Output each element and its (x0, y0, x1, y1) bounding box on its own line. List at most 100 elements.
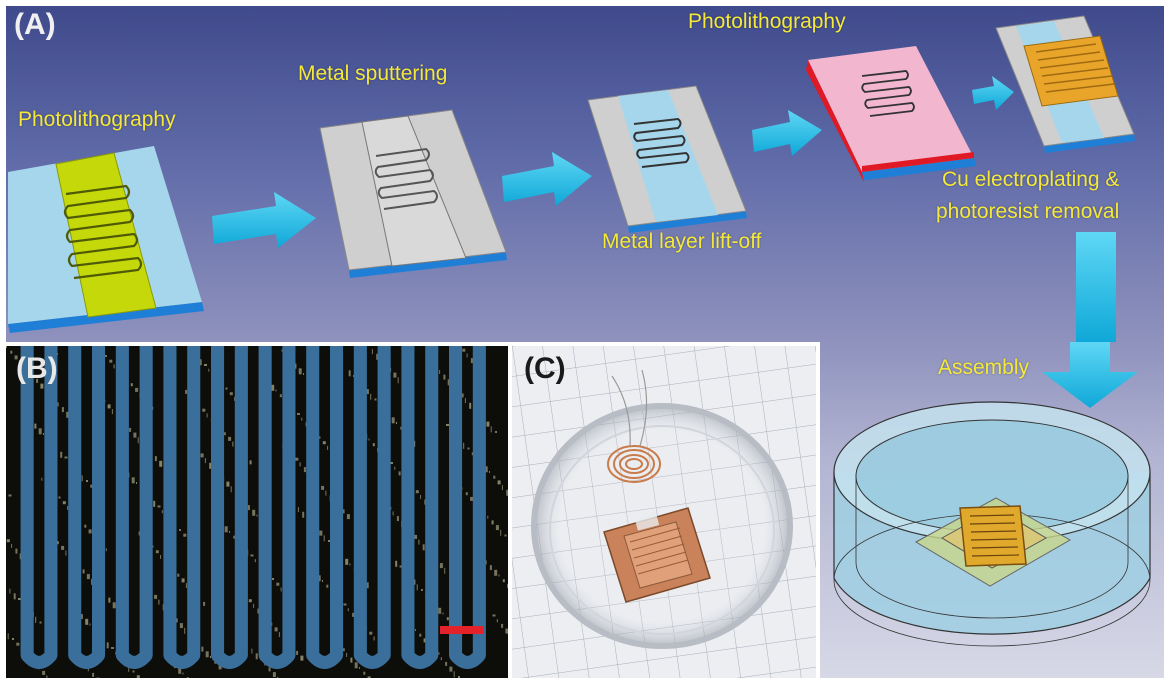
micrograph-speckle (66, 411, 70, 418)
micrograph-speckle (470, 358, 473, 364)
micrograph-speckle (105, 355, 107, 357)
micrograph-speckle (279, 394, 282, 398)
micrograph-speckle (35, 616, 37, 623)
micrograph-speckle (423, 638, 427, 643)
micrograph-speckle (489, 565, 492, 571)
micrograph-speckle (301, 417, 303, 421)
micrograph-speckle (185, 389, 188, 394)
scale-bar (440, 626, 484, 634)
micrograph-speckle (326, 584, 329, 588)
micrograph-speckle (135, 387, 139, 392)
micrograph-speckle (495, 525, 499, 531)
micrograph-speckle (209, 462, 212, 469)
micrograph-speckle (492, 614, 496, 617)
micrograph-speckle (111, 647, 114, 649)
micrograph-speckle (90, 484, 94, 488)
micrograph-speckle (177, 573, 180, 577)
micrograph-speckle (467, 447, 470, 450)
micrograph-speckle (199, 359, 202, 366)
micrograph-speckle (493, 475, 496, 479)
micrograph-speckle (256, 514, 258, 517)
micrograph-speckle (206, 413, 208, 418)
micrograph-speckle (89, 623, 91, 626)
micrograph-speckle (275, 389, 277, 392)
micrograph-speckle (181, 578, 185, 583)
micrograph-speckle (328, 540, 330, 542)
micrograph-speckle (210, 656, 211, 658)
micrograph-speckle (160, 554, 162, 559)
micrograph-coil-image (6, 346, 508, 678)
micrograph-speckle (161, 510, 163, 514)
micrograph-speckle (298, 368, 302, 375)
micrograph-speckle (470, 496, 474, 501)
panel-a-label: (A) (14, 8, 56, 41)
micrograph-speckle (396, 516, 399, 522)
micrograph-speckle (489, 471, 490, 473)
micrograph-speckle (234, 396, 236, 401)
assembly-panel: Assembly (820, 342, 1164, 678)
micrograph-speckle (218, 665, 222, 670)
step-electroplating-label-1: Cu electroplating & (942, 168, 1120, 191)
micrograph-speckle (400, 426, 403, 430)
micrograph-speckle (443, 374, 446, 380)
micrograph-speckle (252, 509, 256, 516)
micrograph-speckle (43, 433, 44, 435)
micrograph-speckle (56, 541, 59, 545)
micrograph-speckle (41, 477, 43, 481)
micrograph-speckle (341, 648, 345, 652)
micrograph-speckle (10, 350, 13, 354)
micrograph-speckle (491, 520, 494, 525)
micrograph-speckle (462, 348, 466, 352)
micrograph-speckle (501, 485, 503, 491)
micrograph-speckle (446, 617, 449, 621)
micrograph-speckle (346, 514, 350, 520)
micrograph-speckle (466, 353, 468, 358)
micrograph-speckle (14, 355, 18, 360)
micrograph-speckle (225, 387, 228, 390)
micrograph-speckle (16, 642, 20, 646)
micrograph-speckle (300, 655, 304, 661)
micrograph-speckle (319, 530, 323, 536)
micrograph-speckle (92, 672, 95, 677)
micrograph-speckle (354, 662, 358, 669)
micrograph-speckle (186, 677, 189, 678)
micrograph-speckle (13, 593, 16, 600)
step-assembly-label: Assembly (938, 356, 1030, 379)
micrograph-speckle (505, 628, 508, 634)
micrograph-speckle (422, 544, 425, 551)
micrograph-speckle (7, 633, 9, 640)
micrograph-speckle (370, 393, 372, 400)
micrograph-speckle (178, 667, 182, 674)
micrograph-speckle (458, 676, 460, 678)
coil-trace (20, 346, 486, 669)
micrograph-speckle (504, 534, 507, 537)
micrograph-speckle (420, 494, 422, 499)
micrograph-speckle (323, 535, 325, 542)
micrograph-speckle (88, 529, 92, 534)
micrograph-speckle (500, 529, 502, 536)
micrograph-speckle (12, 638, 14, 640)
micrograph-speckle (230, 486, 232, 493)
step-photolithography-label: Photolithography (18, 108, 176, 131)
micrograph-speckle (11, 543, 13, 548)
micrograph-speckle (251, 648, 253, 654)
micrograph-speckle (268, 667, 271, 672)
micrograph-speckle (415, 490, 419, 494)
micrograph-speckle (254, 559, 256, 563)
micrograph-speckle (224, 526, 228, 533)
micrograph-speckle (421, 589, 423, 591)
micrograph-speckle (365, 389, 369, 395)
micrograph-speckle (112, 602, 116, 609)
step-electroplating-label-2: photoresist removal (936, 200, 1120, 223)
arrow-assembly (1042, 342, 1138, 408)
micrograph-speckle (414, 534, 418, 539)
micrograph-speckle (327, 445, 329, 450)
micrograph-speckle (205, 651, 209, 658)
micrograph-speckle (460, 393, 464, 398)
micrograph-speckle (393, 372, 397, 378)
micrograph-speckle (158, 599, 160, 605)
micrograph-speckle (347, 608, 349, 612)
micrograph-speckle (418, 539, 420, 545)
assembly-diagram (833, 342, 1151, 647)
arrow-down (1076, 232, 1116, 342)
